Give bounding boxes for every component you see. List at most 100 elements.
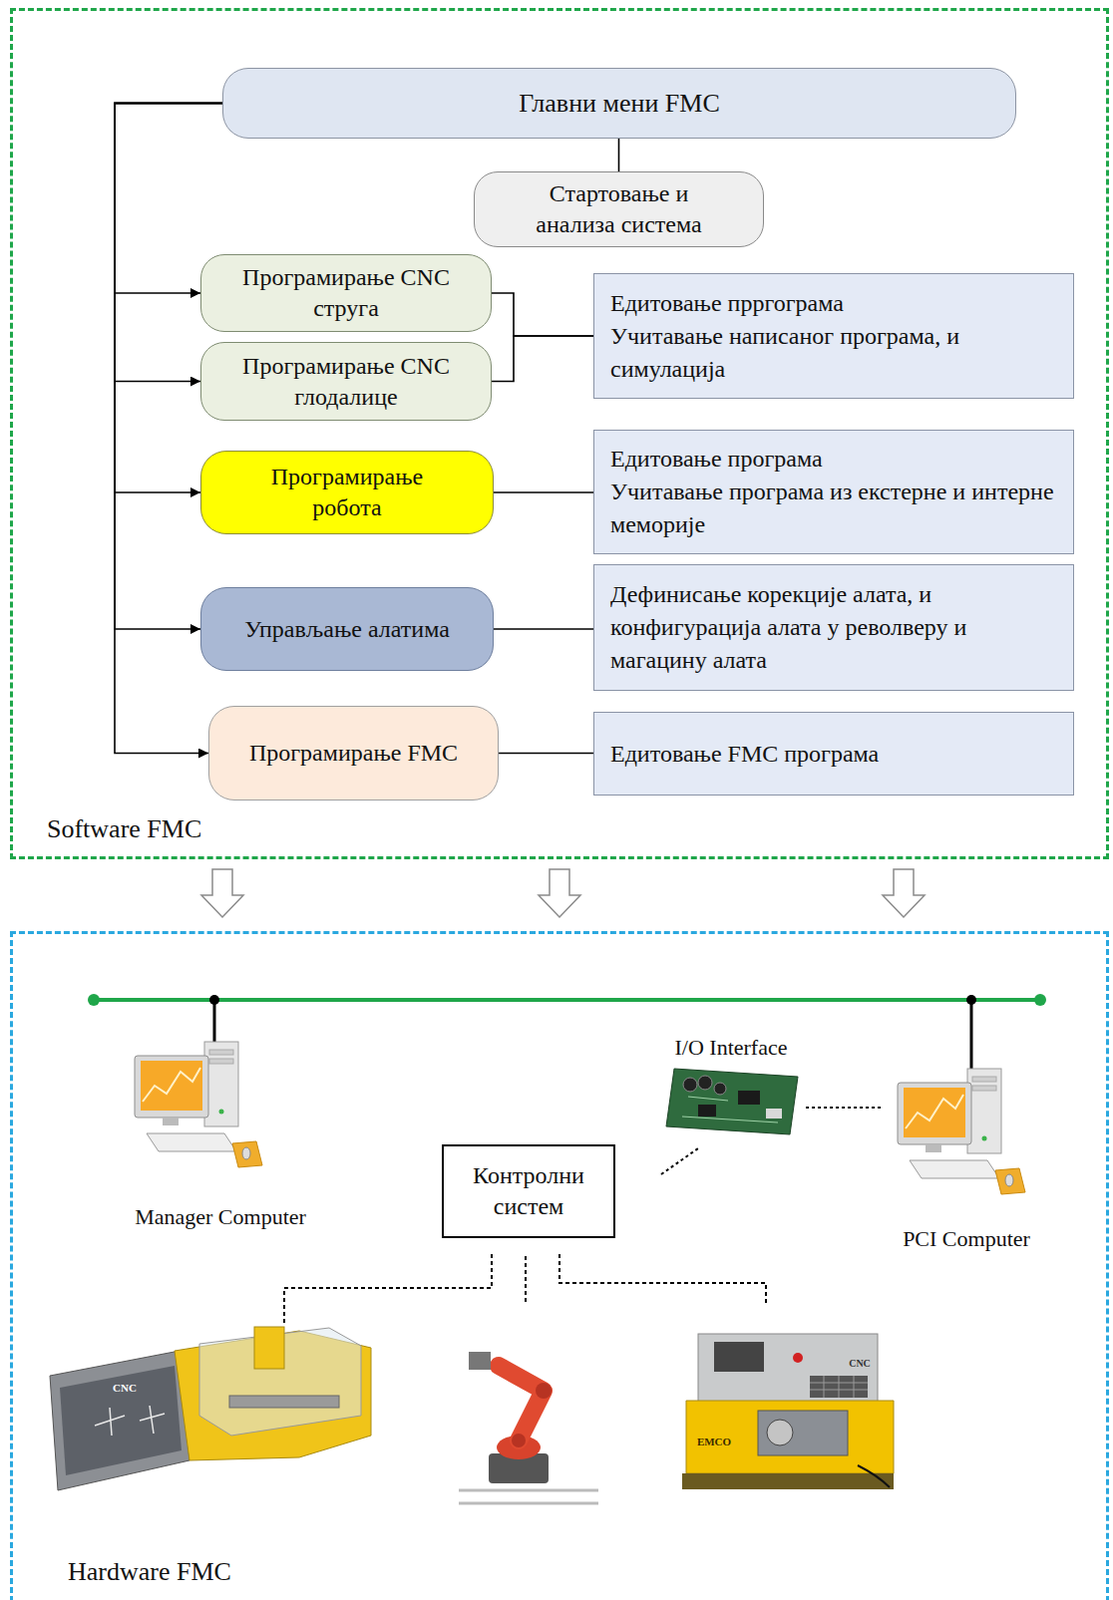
block-arrow [538,869,581,918]
cnc-lathe-icon [757,1411,848,1457]
io-board-icon [765,1109,782,1119]
panel-text: EMCO [697,1436,732,1450]
connector [493,491,594,494]
pci-computer-icon [897,1069,1026,1195]
label-anchor: PCI Computer [902,1226,1031,1253]
panel-text: CNC [112,1382,137,1396]
process-box: Стартовање и анализа система [473,171,764,248]
node-text: Главни мени FMC [518,88,720,119]
cnc-lathe-icon [698,1334,878,1405]
label-anchor: Manager Computer [134,1204,307,1231]
cnc-lathe-icon [682,1474,894,1490]
control-wires [284,1254,492,1327]
cnc-mill-icon [49,1351,190,1491]
manager-computer-icon [134,1042,263,1168]
node-text: Програмирање CNC глодалице [215,351,477,413]
network-bus [87,994,100,1007]
dotted-link [805,1107,882,1110]
cnc-lathe-icon [809,1376,868,1399]
robot-icon [535,1383,552,1400]
description-box: Едитовање прргограмаУчитавање написаног … [593,273,1075,399]
label-anchor: CNC [848,1358,871,1371]
network-bus [966,995,977,1006]
control-wires [284,1254,766,1327]
process-box: Програмирање робота [200,450,494,535]
connector [618,138,621,172]
block-arrow [201,869,244,918]
process-box: Програмирање CNC струга [200,254,492,333]
network-bus [970,1000,974,1070]
device-label: Manager Computer [134,1204,307,1231]
cnc-mill-icon [254,1327,285,1370]
control-system-box: Контролни систем [441,1144,616,1239]
description-box: Едитовање програмаУчитавање програма из … [593,429,1075,555]
cnc-mill-icon [94,1406,165,1437]
label-anchor: EMCO [697,1436,732,1450]
process-box: Управљање алатима [200,587,494,672]
robot-icon [468,1352,491,1371]
connector [498,752,594,755]
node-text: Контролни систем [457,1160,600,1223]
robot-icon [511,1434,526,1449]
robot-icon [458,1352,599,1504]
label-anchor: CNC [112,1382,137,1396]
node-text: Дефинисање корекције алата, и конфигурац… [610,578,1058,678]
main-menu-box: Главни мени FMC [222,67,1017,139]
network-bus [209,995,220,1006]
node-text: Програмирање FMC [249,738,458,769]
node-text: Управљање алатима [244,614,450,646]
process-box: Програмирање FMC [208,706,499,801]
cnc-lathe-icon [686,1401,894,1475]
process-box: Програмирање CNC глодалице [200,342,492,421]
dotted-link [661,1108,882,1175]
cnc-mill-icon [59,1366,182,1477]
description-box: Едитовање FMC програма [593,712,1075,796]
hardware-region: Контролни системHardware FMC [9,931,1110,1600]
network-bus [1034,994,1047,1007]
node-text: Едитовање прргограма [610,287,844,321]
cnc-lathe-icon [714,1342,764,1373]
node-text: Стартовање и анализа система [519,178,720,241]
dotted-link [661,1148,699,1175]
panel-text: CNC [848,1358,871,1371]
device-label: I/O Interface [675,1035,788,1062]
node-text: Учитавање програма из екстерне и интерне… [610,475,1058,542]
cnc-lathe-icon [792,1353,803,1364]
cnc-mill-icon [229,1396,340,1409]
robot-icon [458,1502,599,1506]
cnc-lathe-icon [682,1334,894,1490]
robot-icon [458,1489,599,1493]
cnc-lathe-icon [766,1420,793,1447]
description-box: Дефинисање корекције алата, и конфигурац… [593,564,1075,692]
node-text: Учитавање написаног програма, и симулаци… [610,320,1058,386]
cnc-mill-icon [49,1327,371,1491]
block-arrow [882,869,925,918]
io-board-icon [683,1078,698,1093]
connector [493,628,594,631]
cnc-mill-icon [199,1328,362,1437]
io-board-icon [666,1069,798,1135]
node-text: Едитовање програма [610,442,823,476]
io-board-icon [738,1091,760,1106]
node-text: Програмирање робота [247,461,447,524]
io-board-icon [714,1083,727,1096]
connector [491,336,594,382]
network-bus [93,998,1041,1003]
device-label: PCI Computer [902,1226,1031,1253]
connector [491,293,594,337]
io-board-icon [682,1097,778,1123]
region-heading: Software FMC [46,814,202,845]
label-anchor: I/O Interface [675,1035,788,1062]
network-bus [213,1000,217,1043]
connector [114,103,223,382]
region-heading: Hardware FMC [67,1557,232,1588]
io-board-icon [666,1069,798,1135]
cnc-lathe-icon [809,1376,868,1399]
software-region: Главни мени FMC Стартовање и анализа сист… [9,7,1110,860]
control-wires [524,1256,527,1305]
cnc-lathe-icon [857,1466,890,1488]
node-text: Програмирање CNC струга [215,262,477,325]
robot-icon [498,1366,544,1442]
control-wires [559,1254,766,1307]
